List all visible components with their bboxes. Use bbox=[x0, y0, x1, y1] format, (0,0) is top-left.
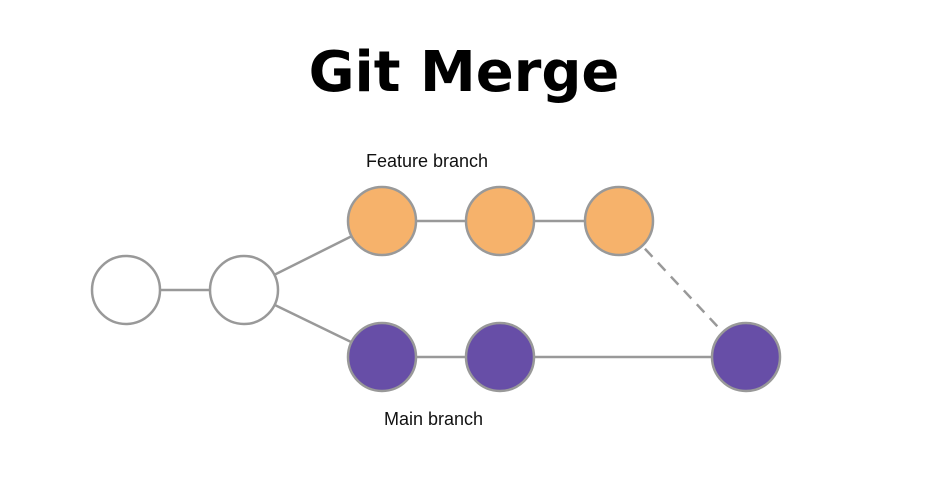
commit-node-m2 bbox=[464, 321, 536, 393]
diagram-title: Git Merge bbox=[308, 40, 620, 105]
main-branch-label: Main branch bbox=[384, 409, 484, 429]
feature-branch-label: Feature branch bbox=[366, 151, 489, 171]
commit-node-f2 bbox=[464, 185, 536, 257]
commit-node-f1 bbox=[346, 185, 418, 257]
commit-node-f3 bbox=[583, 185, 655, 257]
commit-node-c1 bbox=[90, 254, 162, 326]
commit-node-c2 bbox=[208, 254, 280, 326]
nodes-layer bbox=[90, 185, 782, 393]
commit-node-m1 bbox=[346, 321, 418, 393]
commit-node-merge bbox=[710, 321, 782, 393]
